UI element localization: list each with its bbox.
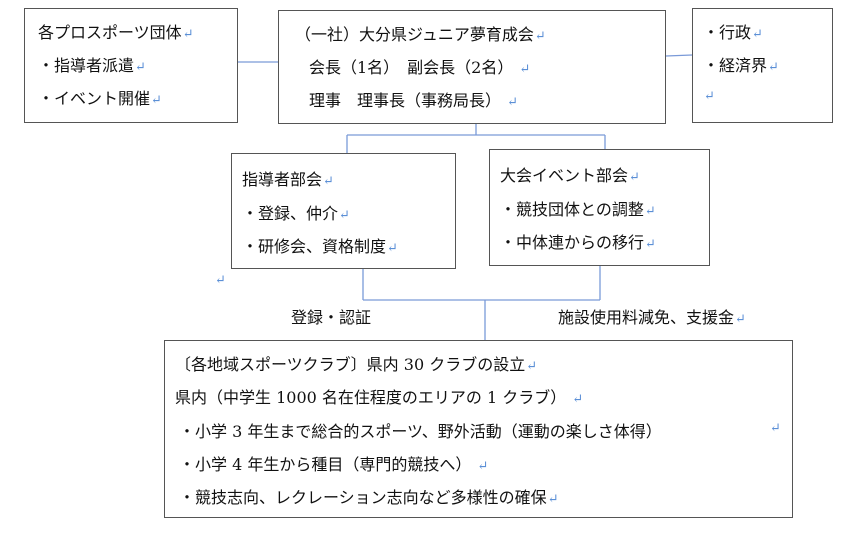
government-item: ・経済界 [703,56,768,75]
clubs-line: ・小学 4 年生から種目（専門的競技へ） [179,455,472,474]
return-icon: ↵ [752,27,763,42]
return-icon: ↵ [629,170,640,185]
coach-dept-box: 指導者部会↵ ・登録、仲介↵ ・研修会、資格制度↵ [231,153,456,269]
return-icon: ↵ [339,208,350,223]
return-icon: ↵ [151,93,162,108]
event-dept-box: 大会イベント部会↵ ・競技団体との調整↵ ・中体連からの移行↵ [489,149,710,266]
return-icon: ↵ [534,29,546,44]
government-box: ・行政↵ ・経済界↵ ↵ [692,8,833,123]
clubs-title: 〔各地域スポーツクラブ〕県内 30 クラブの設立 [175,355,526,374]
support-label: 施設使用料減免、支援金↵ [558,304,746,328]
coach-dept-item: ・研修会、資格制度 [242,237,387,256]
return-icon: ↵ [768,60,779,75]
return-icon: ↵ [519,62,531,77]
association-box: （一社）大分県ジュニア夢育成会↵ 会長（1名） 副会長（2名） ↵ 理事 理事長… [278,10,666,124]
return-icon: ↵ [547,492,559,507]
connector-association-to-government [665,54,693,57]
pro-sports-item: ・指導者派遣 [38,56,135,75]
pro-sports-item: ・イベント開催 [38,89,151,108]
clubs-line: ・小学 3 年生まで総合的スポーツ、野外活動（運動の楽しさ体得） [179,422,662,441]
return-icon: ↵ [572,392,584,407]
return-icon: ↵ [644,204,656,219]
coach-dept-item: ・登録、仲介 [242,204,339,223]
return-icon: ↵ [526,359,538,374]
association-directors: 理事 理事長（事務局長） [309,91,502,110]
clubs-box: 〔各地域スポーツクラブ〕県内 30 クラブの設立↵ 県内（中学生 1000 名在… [164,340,793,518]
pro-sports-title: 各プロスポーツ団体 [38,23,182,42]
coach-dept-title: 指導者部会 [242,170,323,189]
support-label-text: 施設使用料減免、支援金 [558,308,735,327]
return-icon: ↵ [477,459,489,474]
return-icon: ↵ [182,27,194,42]
return-icon: ↵ [215,273,226,288]
pro-sports-box: 各プロスポーツ団体↵ ・指導者派遣↵ ・イベント開催↵ [24,8,238,123]
clubs-line: ・競技志向、レクレーション志向など多様性の確保 [179,488,547,507]
association-officers: 会長（1名） 副会長（2名） [309,58,514,77]
return-icon: ↵ [645,237,656,252]
return-icon: ↵ [507,95,519,110]
return-icon: ↵ [387,241,398,256]
government-item: ・行政 [703,23,752,42]
return-icon: ↵ [135,60,146,75]
return-icon: ↵ [735,312,746,327]
event-dept-item: ・競技団体との調整 [500,200,644,219]
event-dept-title: 大会イベント部会 [500,166,629,185]
return-icon: ↵ [770,421,781,436]
association-title: （一社）大分県ジュニア夢育成会 [295,25,534,44]
clubs-line: 県内（中学生 1000 名在住程度のエリアの 1 クラブ） [175,388,567,407]
return-icon: ↵ [323,174,334,189]
event-dept-item: ・中体連からの移行 [500,233,645,252]
registration-label: 登録・認証 [291,304,371,328]
return-icon: ↵ [704,89,715,104]
registration-label-text: 登録・認証 [291,308,372,327]
